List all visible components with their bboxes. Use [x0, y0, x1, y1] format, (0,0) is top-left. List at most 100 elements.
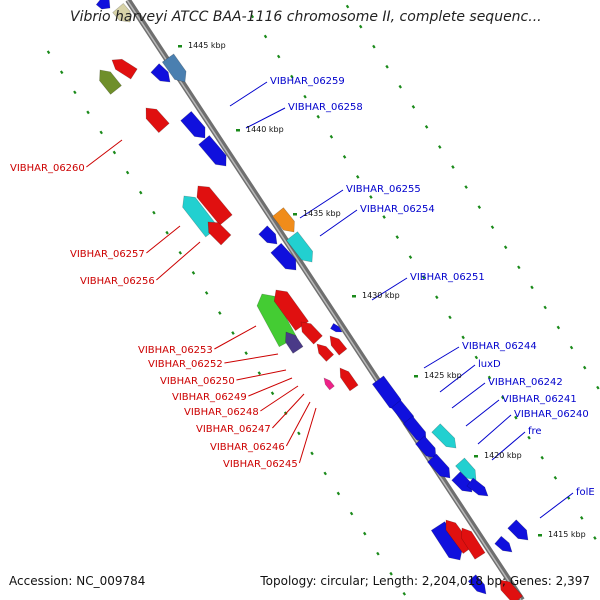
gene-label[interactable]: VIBHAR_06257: [70, 249, 145, 260]
gene-arrow: [431, 423, 457, 449]
tick-mark: [358, 24, 363, 29]
genome-summary: Topology: circular; Length: 2,204,018 bp…: [260, 574, 590, 588]
tick-mark: [424, 125, 429, 129]
tick-mark: [165, 230, 169, 235]
tick-mark: [276, 54, 281, 59]
gene-arrow: [180, 111, 206, 139]
gene-label[interactable]: VIBHAR_06256: [80, 276, 155, 287]
gene-label[interactable]: VIBHAR_06246: [210, 442, 285, 453]
tick-mark: [349, 511, 354, 516]
tick-mark: [408, 255, 413, 260]
tick-mark: [290, 74, 294, 79]
gene-label[interactable]: VIBHAR_06252: [148, 359, 223, 370]
gene-arrow: [415, 435, 437, 459]
kbp-tick: [293, 213, 297, 216]
gene-label[interactable]: VIBHAR_06260: [10, 163, 85, 174]
gene-label[interactable]: VIBHAR_06245: [223, 459, 298, 470]
label-leader: [451, 382, 486, 409]
gene-arrow: [430, 521, 463, 561]
tick-mark: [178, 250, 183, 255]
tick-mark: [517, 265, 521, 270]
tick-mark: [369, 195, 373, 199]
gene-label[interactable]: VIBHAR_06248: [184, 407, 259, 418]
gene-arrow: [99, 69, 122, 95]
gene-arrow: [145, 107, 170, 134]
tick-mark: [316, 114, 320, 119]
tick-mark: [356, 175, 360, 179]
tick-mark: [125, 170, 130, 175]
tick-mark: [477, 205, 482, 209]
kbp-label: 1415 kbp: [548, 530, 586, 539]
tick-mark: [191, 271, 196, 275]
gene-arrow: [316, 343, 335, 362]
label-leader: [272, 393, 305, 429]
gene-arrow: [329, 335, 348, 356]
label-leader: [156, 241, 201, 281]
label-leader: [539, 492, 574, 519]
gene-label[interactable]: fre: [528, 426, 542, 437]
tick-mark: [59, 70, 64, 75]
tick-mark: [490, 225, 495, 230]
kbp-label: 1430 kbp: [362, 291, 400, 300]
tick-mark: [569, 345, 574, 350]
gene-arrow: [467, 574, 487, 595]
kbp-label: 1420 kbp: [484, 451, 522, 460]
tick-mark: [139, 190, 143, 195]
gene-label[interactable]: luxD: [478, 359, 501, 370]
tick-mark: [435, 295, 439, 300]
gene-label[interactable]: VIBHAR_06240: [514, 409, 589, 420]
tick-mark: [500, 395, 505, 400]
tick-mark: [257, 371, 262, 376]
tick-mark: [411, 104, 416, 109]
tick-mark: [553, 475, 558, 480]
tick-mark: [514, 415, 518, 420]
gene-arrow: [150, 63, 171, 83]
gene-label[interactable]: VIBHAR_06251: [410, 272, 485, 283]
gene-arrow: [111, 58, 138, 80]
gene-label[interactable]: VIBHAR_06254: [360, 204, 435, 215]
gene-arrow: [286, 231, 313, 263]
tick-mark: [372, 44, 376, 49]
tick-mark: [204, 291, 209, 295]
tick-mark: [451, 165, 455, 169]
kbp-label: 1425 kbp: [424, 371, 462, 380]
gene-arrow: [460, 527, 486, 560]
gene-label[interactable]: VIBHAR_06247: [196, 424, 271, 435]
gene-label[interactable]: VIBHAR_06241: [502, 394, 577, 405]
backbone-highlight: [126, 0, 522, 600]
gene-label[interactable]: VIBHAR_06258: [288, 102, 363, 113]
label-leader: [319, 209, 358, 237]
gene-arrow: [402, 415, 427, 443]
kbp-tick: [414, 375, 418, 378]
tick-mark: [342, 154, 347, 159]
map-title: Vibrio harveyi ATCC BAA-1116 chromosome …: [70, 9, 542, 25]
gene-label[interactable]: VIBHAR_06255: [346, 184, 421, 195]
tick-mark: [398, 84, 402, 89]
label-leaders: [86, 81, 574, 519]
gene-label[interactable]: VIBHAR_06242: [488, 377, 563, 388]
gene-labels: VIBHAR_06259VIBHAR_06258VIBHAR_06255VIBH…: [10, 76, 595, 498]
label-leader: [214, 325, 257, 350]
gene-label[interactable]: VIBHAR_06253: [138, 345, 213, 356]
tick-mark: [540, 455, 544, 460]
gene-label[interactable]: VIBHAR_06249: [172, 392, 247, 403]
tick-mark: [329, 134, 334, 139]
tick-mark: [402, 591, 407, 596]
gene-label[interactable]: VIBHAR_06250: [160, 376, 235, 387]
label-leader: [86, 139, 123, 168]
kbp-tick: [352, 295, 356, 298]
gene-arrow: [300, 321, 323, 345]
gene-label[interactable]: VIBHAR_06259: [270, 76, 345, 87]
label-leader: [285, 401, 311, 447]
gene-label[interactable]: folE: [576, 487, 595, 498]
gene-label[interactable]: VIBHAR_06244: [462, 341, 537, 352]
tick-mark: [421, 275, 426, 280]
tick-mark: [385, 64, 389, 69]
kbp-label: 1445 kbp: [188, 41, 226, 50]
label-leader: [423, 346, 460, 369]
tick-mark: [389, 571, 393, 576]
tick-mark: [474, 355, 479, 360]
label-leader: [439, 364, 476, 393]
